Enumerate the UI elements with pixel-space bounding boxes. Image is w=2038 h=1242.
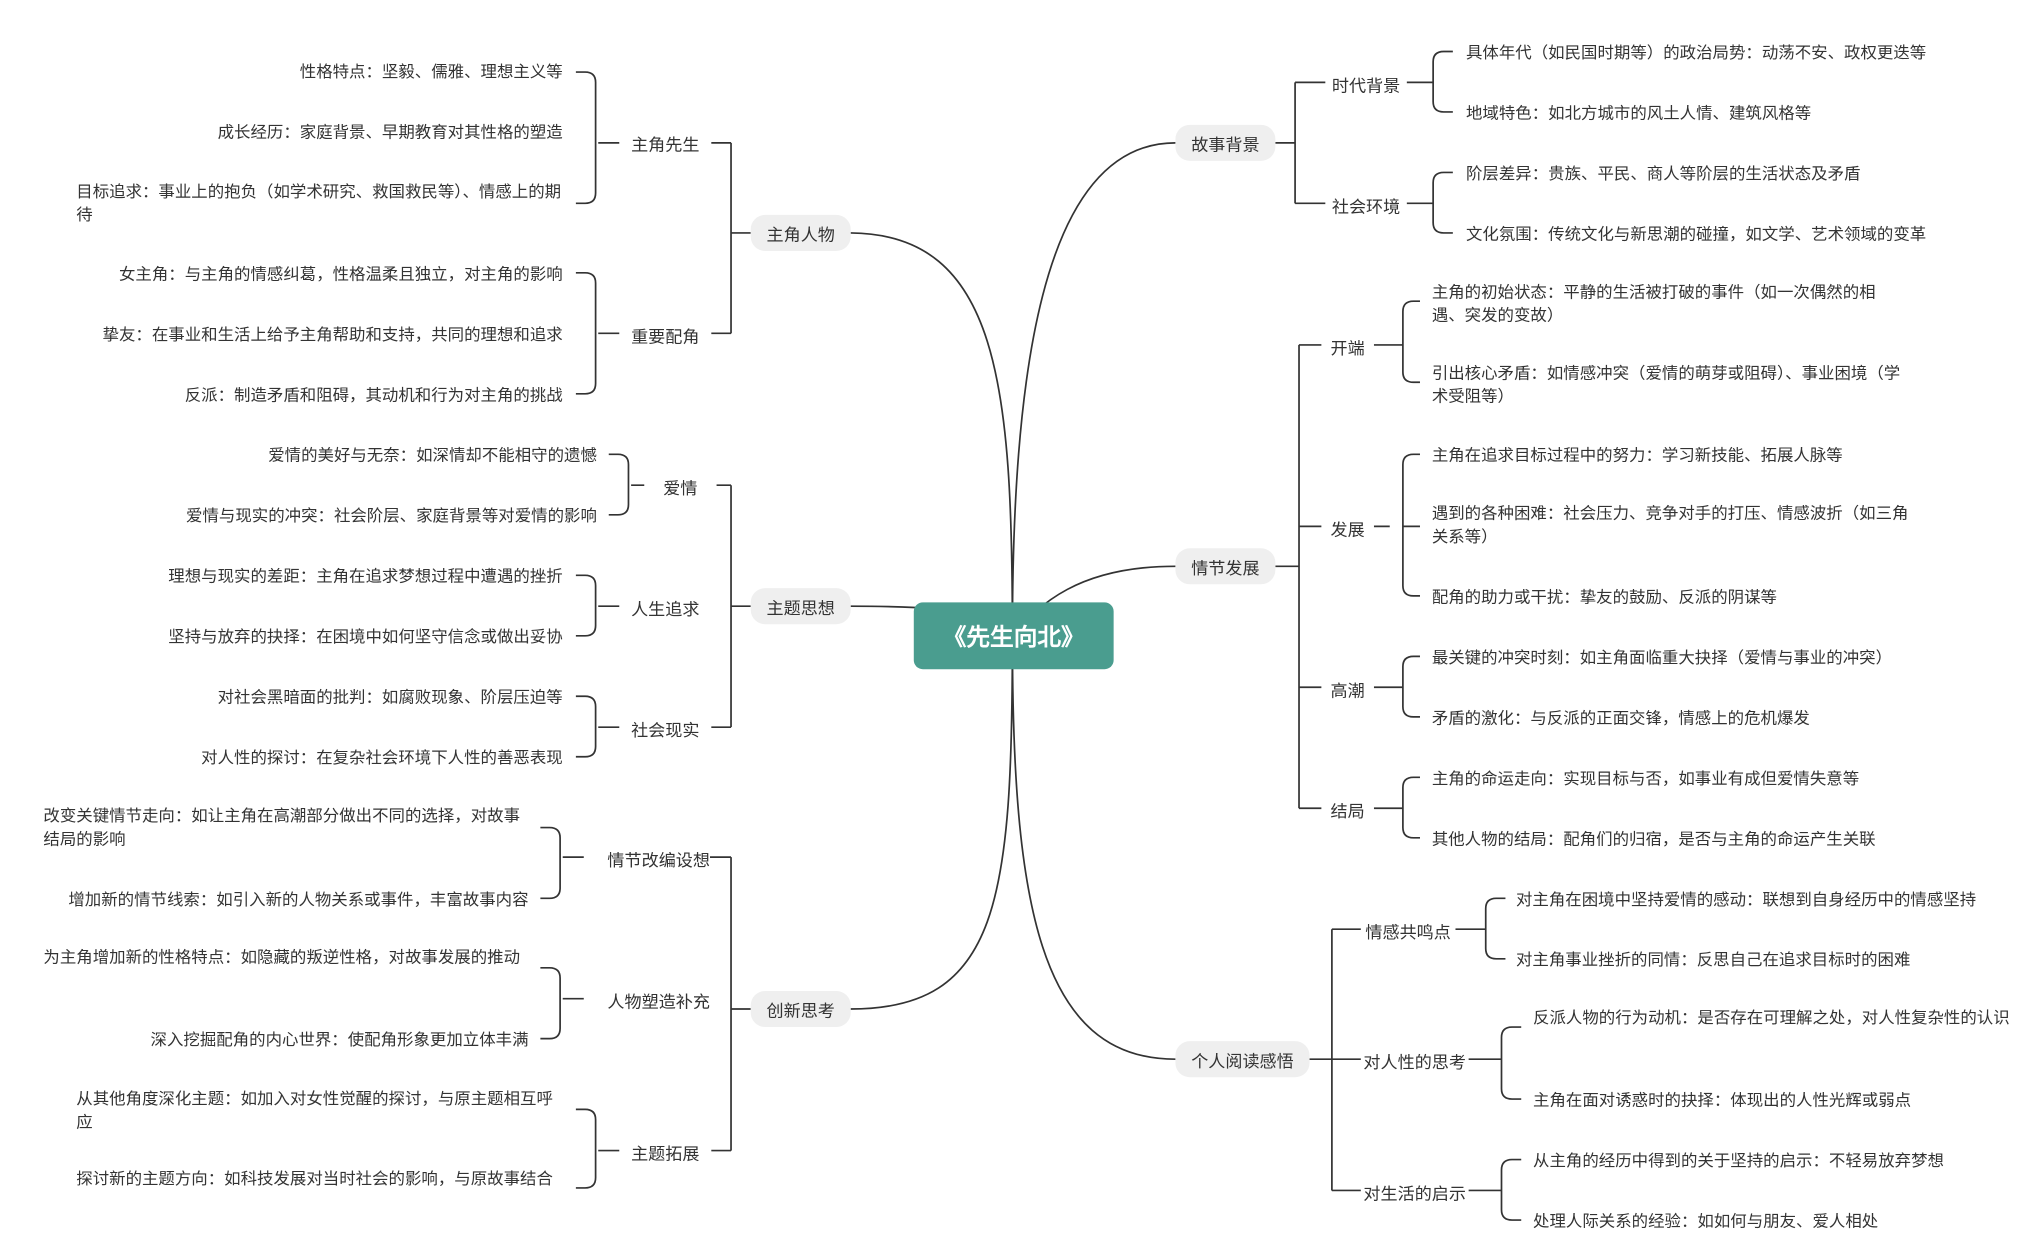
branch-main-characters[interactable]: 主角人物	[750, 214, 851, 251]
connector-line	[1406, 50, 1453, 113]
leaf-item: 目标追求：事业上的抱负（如学术研究、救国救民等）、情感上的期待	[76, 181, 562, 224]
connector-line	[1275, 344, 1322, 810]
leaf-item: 反派人物的行为动机：是否存在可理解之处，对人性复杂性的认识	[1533, 1007, 2010, 1028]
sub-beginning[interactable]: 开端	[1330, 339, 1365, 360]
connector-line	[1373, 776, 1420, 839]
leaf-item: 文化氛围：传统文化与新思潮的碰撞，如文学、艺术领域的变革	[1466, 223, 1927, 244]
leaf-item: 遇到的各种困难：社会压力、竞争对手的打压、情感波折（如三角关系等）	[1431, 503, 1909, 546]
connector-line	[540, 826, 584, 900]
branch-themes[interactable]: 主题思想	[750, 588, 851, 625]
leaf-item: 主角在面对诱惑时的抉择：体现出的人性光辉或弱点	[1533, 1090, 1912, 1110]
leaf-item: 其他人物的结局：配角们的归宿，是否与主角的命运产生关联	[1431, 828, 1876, 849]
leaf-item: 坚持与放弃的抉择：在困境中如何坚守信念或做出妥协	[168, 626, 563, 647]
leaf-item: 深入挖掘配角的内心世界：使配角形象更加立体丰满	[150, 1029, 529, 1049]
leaf-item: 最关键的冲突时刻：如主角面临重大抉择（爱情与事业的冲突）	[1431, 647, 1893, 667]
connector-line	[575, 1108, 620, 1189]
leaf-item: 为主角增加新的性格特点：如隐藏的叛逆性格，对故事发展的推动	[43, 947, 521, 967]
connector-line	[540, 966, 584, 1040]
leaf-item: 成长经历：家庭背景、早期教育对其性格的塑造	[217, 122, 563, 142]
connector-line	[1468, 1026, 1522, 1100]
sub-plot-adaptation[interactable]: 情节改编设想	[607, 851, 710, 872]
sub-protagonist[interactable]: 主角先生	[631, 136, 700, 156]
branch-plot-development[interactable]: 情节发展	[1175, 548, 1276, 585]
connector-line	[575, 574, 620, 637]
leaf-item: 矛盾的激化：与反派的正面交锋，情感上的危机爆发	[1431, 707, 1810, 728]
sub-climax[interactable]: 高潮	[1330, 682, 1365, 702]
sub-human-nature[interactable]: 对人性的思考	[1363, 1054, 1467, 1074]
connector-line	[1406, 171, 1453, 234]
leaf-item: 从其他角度深化主题：如加入对女性觉醒的探讨，与原主题相互呼应	[76, 1088, 553, 1132]
connector-line	[709, 856, 751, 1152]
leaf-item: 具体年代（如民国时期等）的政治局势：动荡不安、政权更迭等	[1466, 42, 1927, 62]
sub-emotional-resonance[interactable]: 情感共鸣点	[1365, 924, 1451, 944]
leaf-item: 爱情的美好与无奈：如深情却不能相守的遗憾	[268, 445, 597, 465]
leaf-item: 对主角事业挫折的同情：反思自己在追求目标时的困难	[1515, 949, 1911, 970]
sub-social-environment[interactable]: 社会环境	[1331, 198, 1401, 218]
sub-theme-expansion[interactable]: 主题拓展	[631, 1145, 700, 1165]
sub-era-background[interactable]: 时代背景	[1331, 77, 1401, 97]
connector-line	[1309, 928, 1361, 1192]
leaf-item: 改变关键情节走向：如让主角在高潮部分做出不同的选择，对故事结局的影响	[43, 805, 521, 849]
connector-line	[850, 232, 1014, 636]
leaf-item: 挚友：在事业和生活上给予主角帮助和支持，共同的理想和追求	[102, 324, 563, 344]
leaf-item: 对社会黑暗面的批判：如腐败现象、阶层压迫等	[217, 687, 563, 707]
leaf-item: 地域特色：如北方城市的风土人情、建筑风格等	[1466, 102, 1812, 123]
leaf-item: 探讨新的主题方向：如科技发展对当时社会的影响，与原故事结合	[76, 1168, 553, 1188]
connector-line	[1373, 300, 1420, 384]
leaf-item: 对主角在困境中坚持爱情的感动：联想到自身经历中的情感坚持	[1515, 889, 1977, 909]
sub-development[interactable]: 发展	[1330, 521, 1365, 541]
leaf-item: 主角的初始状态：平静的生活被打破的事件（如一次偶然的相遇、突发的变故）	[1431, 281, 1876, 325]
connector-line	[575, 71, 620, 205]
connector-line	[850, 635, 1014, 1010]
branch-innovation[interactable]: 创新思考	[750, 990, 851, 1028]
connector-line	[575, 272, 620, 395]
connector-line	[1468, 1158, 1522, 1221]
sub-love[interactable]: 爱情	[663, 480, 698, 500]
sub-life-pursuit[interactable]: 人生追求	[631, 601, 700, 621]
leaf-item: 爱情与现实的冲突：社会阶层、家庭背景等对爱情的影响	[186, 505, 597, 526]
connector-line	[1011, 142, 1176, 636]
connector-line	[711, 142, 751, 335]
sub-ending[interactable]: 结局	[1330, 803, 1365, 823]
root-node[interactable]: 《先生向北》	[913, 602, 1114, 670]
connector-line	[1455, 897, 1506, 960]
branch-reading-reflections[interactable]: 个人阅读感悟	[1175, 1041, 1310, 1078]
connector-line	[1373, 655, 1420, 718]
connector-line	[1275, 81, 1326, 205]
leaf-item: 反派：制造矛盾和阻碍，其动机和行为对主角的挑战	[184, 384, 563, 405]
connector-line	[608, 453, 645, 516]
connector-line	[711, 484, 751, 728]
leaf-item: 阶层差异：贵族、平民、商人等阶层的生活状态及矛盾	[1466, 163, 1861, 183]
leaf-item: 对人性的探讨：在复杂社会环境下人性的善恶表现	[201, 747, 563, 768]
sub-life-inspiration[interactable]: 对生活的启示	[1363, 1185, 1467, 1205]
sub-social-reality[interactable]: 社会现实	[631, 722, 700, 742]
sub-supporting-roles[interactable]: 重要配角	[631, 328, 700, 348]
leaf-item: 主角在追求目标过程中的努力：学习新技能、拓展人脉等	[1431, 445, 1843, 465]
leaf-item: 理想与现实的差距：主角在追求梦想过程中遭遇的挫折	[168, 566, 563, 586]
leaf-item: 主角的命运走向：实现目标与否，如事业有成但爱情失意等	[1431, 768, 1860, 788]
connector-line	[575, 695, 620, 758]
leaf-item: 女主角：与主角的情感纠葛，性格温柔且独立，对主角的影响	[118, 263, 563, 284]
connector-line	[1011, 635, 1176, 1061]
connector-line	[1373, 453, 1420, 597]
leaf-item: 处理人际关系的经验：如如何与朋友、爱人相处	[1533, 1211, 1879, 1231]
sub-character-shaping[interactable]: 人物塑造补充	[607, 993, 710, 1013]
leaf-item: 配角的助力或干扰：挚友的鼓励、反派的阴谋等	[1431, 586, 1777, 607]
leaf-item: 引出核心矛盾：如情感冲突（爱情的萌芽或阻碍）、事业困境（学术受阻等）	[1431, 362, 1901, 406]
branch-story-background[interactable]: 故事背景	[1175, 124, 1276, 161]
leaf-item: 性格特点：坚毅、儒雅、理想主义等	[299, 61, 563, 82]
leaf-item: 增加新的情节线索：如引入新的人物关系或事件，丰富故事内容	[68, 889, 529, 909]
leaf-item: 从主角的经历中得到的关于坚持的启示：不轻易放弃梦想	[1533, 1150, 1944, 1170]
